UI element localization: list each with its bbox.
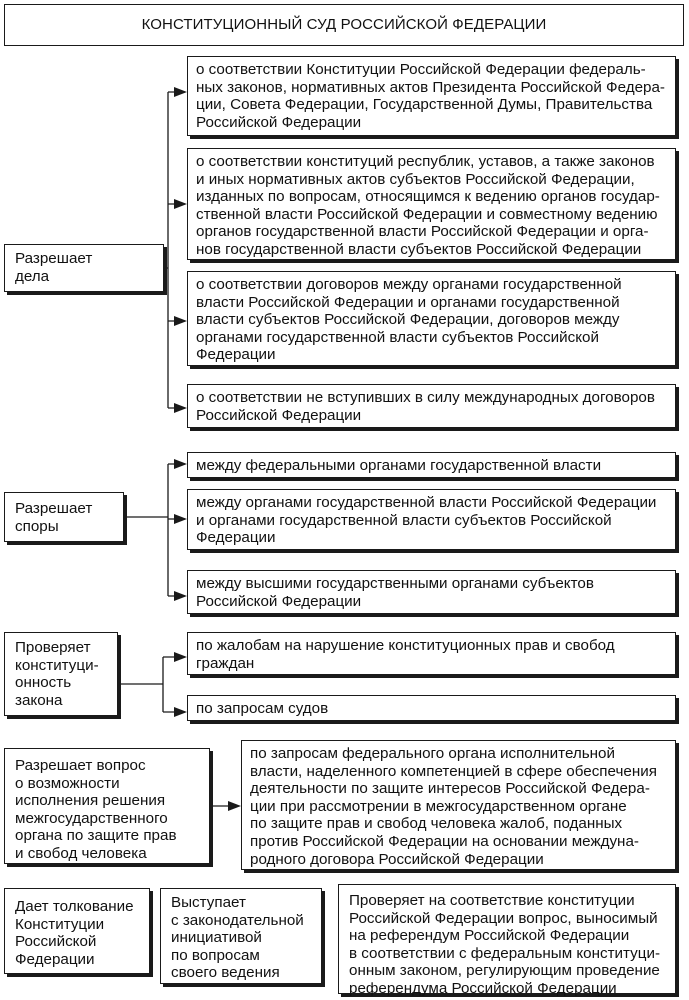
- item-executive-body-requests: по запросам федерального органа исполнит…: [241, 740, 676, 870]
- item-dispute-federation-and-subjects: между органами государственной власти Ро…: [187, 489, 676, 550]
- item-case-international-treaties: о соответствии не вступивших в силу межд…: [187, 384, 676, 428]
- interstate-arrow: [228, 801, 241, 811]
- constitutionality-arrow-1: [174, 707, 187, 717]
- item-check-by-complaints: по жалобам на нарушение конституционных …: [187, 632, 676, 675]
- disputes-arrow-2: [174, 591, 187, 601]
- item-case-treaties-between-authorities: о соответствии договоров между органами …: [187, 271, 676, 366]
- item-dispute-federal-bodies: между федеральными органами государствен…: [187, 452, 676, 478]
- cases-arrow-3: [174, 403, 187, 413]
- cases-arrow-0: [174, 87, 187, 97]
- cases-arrow-1: [174, 199, 187, 209]
- disputes-arrow-1: [174, 514, 187, 524]
- page-title: КОНСТИТУЦИОННЫЙ СУД РОССИЙСКОЙ ФЕДЕРАЦИИ: [4, 4, 684, 46]
- constitutionality-arrow-0: [174, 652, 187, 662]
- disputes-arrow-0: [174, 459, 187, 469]
- item-dispute-subject-bodies: между высшими государственными органами …: [187, 570, 676, 614]
- item-case-subject-acts: о соответствии конституций республик, ус…: [187, 148, 676, 260]
- item-check-by-court-requests: по запросам судов: [187, 695, 676, 721]
- item-case-federal-laws: о соответствии Конституции Российской Фе…: [187, 56, 676, 136]
- cases-arrow-2: [174, 316, 187, 326]
